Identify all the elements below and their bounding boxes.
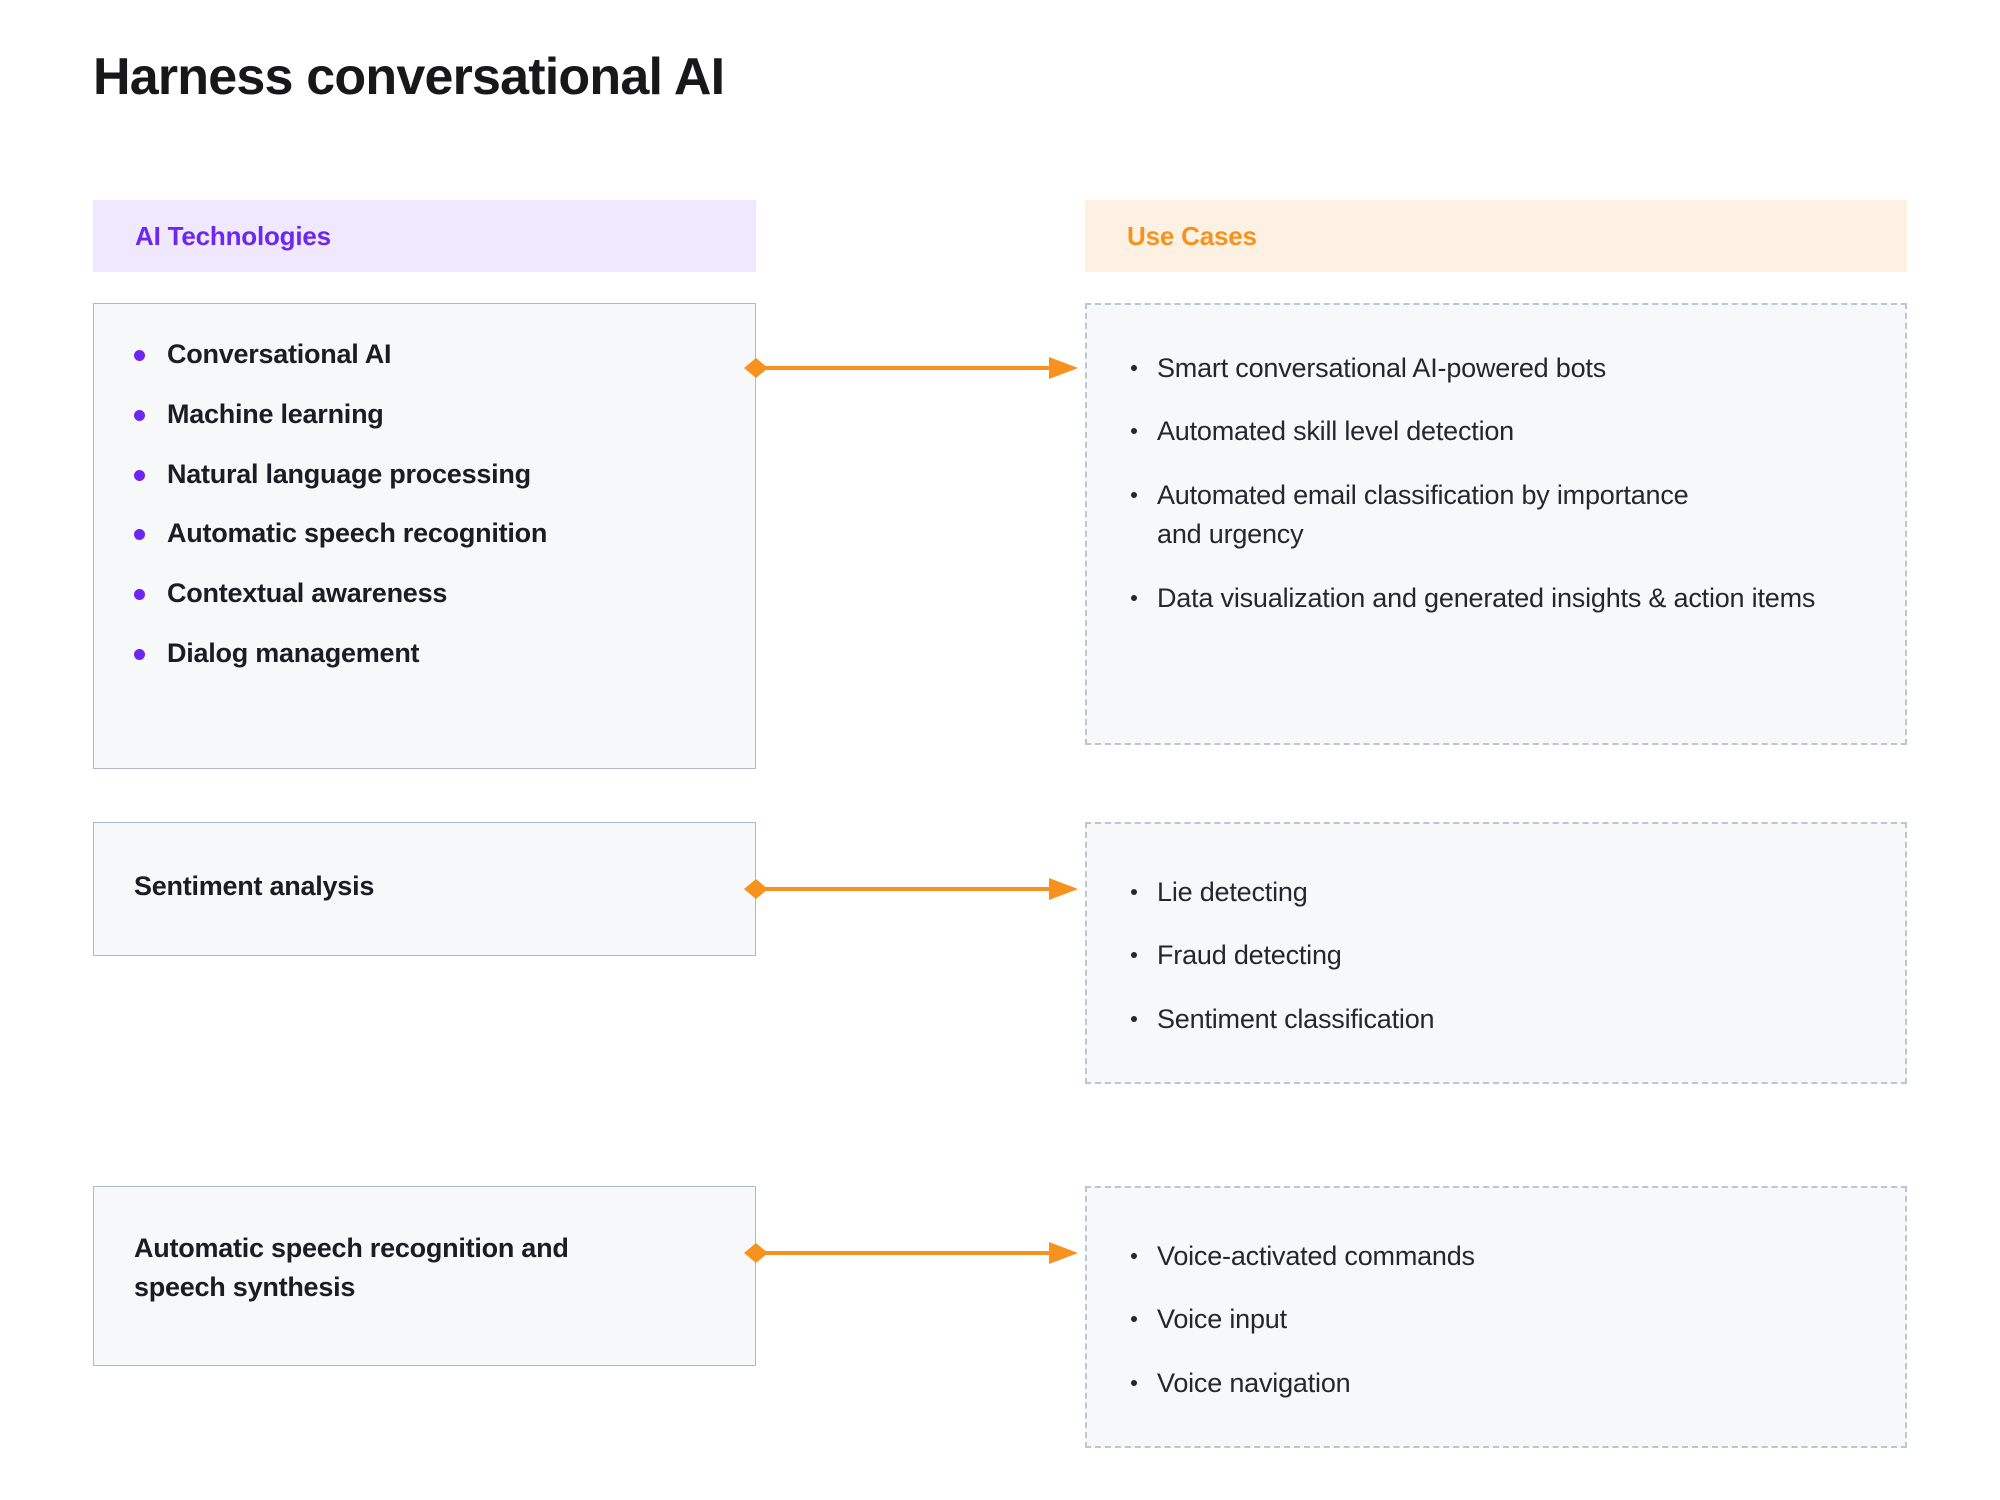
list-item: Fraud detecting <box>1131 936 1871 975</box>
list-item: Dialog management <box>134 637 735 671</box>
list-item: Automated skill level detection <box>1131 412 1871 451</box>
bullet-dot-icon <box>134 469 145 481</box>
list-item: Natural language processing <box>134 458 735 492</box>
bullet-dot-icon <box>1131 952 1137 959</box>
bullet-dot-icon <box>1131 428 1137 435</box>
usecase-box-row-3: Voice-activated commands Voice input Voi… <box>1085 1186 1907 1448</box>
bullet-dot-icon <box>1131 1253 1137 1259</box>
tech-box-label-row-3: Automatic speech recognition and speech … <box>134 1233 569 1303</box>
list-item: Automated email classification by import… <box>1131 476 1871 555</box>
list-item-label: Automated email classification by import… <box>1157 479 1689 550</box>
tech-list-row-1: Conversational AI Machine learning Natur… <box>134 338 735 671</box>
usecase-box-row-1: Smart conversational AI-powered bots Aut… <box>1085 303 1907 745</box>
list-item: Data visualization and generated insight… <box>1131 579 1871 618</box>
bullet-dot-icon <box>134 589 145 600</box>
list-item-label: Machine learning <box>167 398 384 429</box>
usecase-list-row-1: Smart conversational AI-powered bots Aut… <box>1131 349 1871 618</box>
list-item-label: Contextual awareness <box>167 578 448 608</box>
bullet-dot-icon <box>134 648 145 660</box>
list-item-label: Lie detecting <box>1157 877 1308 907</box>
bullet-dot-icon <box>1131 1379 1137 1386</box>
list-item: Smart conversational AI-powered bots <box>1131 349 1871 388</box>
list-item-label: Voice input <box>1157 1304 1287 1335</box>
list-item-label: Voice-activated commands <box>1157 1241 1475 1271</box>
page-title: Harness conversational AI <box>93 48 725 106</box>
list-item-label: Fraud detecting <box>1157 940 1342 971</box>
list-item-label: Smart conversational AI-powered bots <box>1157 353 1607 383</box>
list-item-label: Voice navigation <box>1157 1367 1351 1398</box>
list-item: Sentiment classification <box>1131 1000 1871 1039</box>
bullet-dot-icon <box>1131 889 1137 895</box>
connector-arrow-row-2 <box>744 876 1079 902</box>
list-item: Voice input <box>1131 1300 1871 1339</box>
bullet-dot-icon <box>1131 1015 1137 1022</box>
list-item-label: Sentiment classification <box>1157 1003 1435 1034</box>
bullet-dot-icon <box>134 529 145 541</box>
bullet-dot-icon <box>1131 1316 1137 1323</box>
usecase-list-row-3: Voice-activated commands Voice input Voi… <box>1131 1237 1871 1403</box>
list-item-label: Natural language processing <box>167 458 531 489</box>
list-item-label: Data visualization and generated insight… <box>1157 582 1816 613</box>
list-item: Voice-activated commands <box>1131 1237 1871 1276</box>
list-item: Machine learning <box>134 398 735 432</box>
bullet-dot-icon <box>1131 365 1137 371</box>
bullet-dot-icon <box>134 409 145 421</box>
list-item: Lie detecting <box>1131 873 1871 912</box>
list-item-label: Conversational AI <box>167 339 392 369</box>
list-item-label: Automated skill level detection <box>1157 416 1514 447</box>
tech-box-row-1: Conversational AI Machine learning Natur… <box>93 303 756 769</box>
list-item: Contextual awareness <box>134 577 735 611</box>
usecase-list-row-2: Lie detecting Fraud detecting Sentiment … <box>1131 873 1871 1039</box>
tech-box-row-3: Automatic speech recognition and speech … <box>93 1186 756 1366</box>
usecase-box-row-2: Lie detecting Fraud detecting Sentiment … <box>1085 822 1907 1084</box>
connector-arrow-row-1 <box>744 355 1079 381</box>
bullet-dot-icon <box>1131 594 1137 601</box>
list-item-label: Dialog management <box>167 637 420 668</box>
list-item: Automatic speech recognition <box>134 517 735 551</box>
list-item-label: Automatic speech recognition <box>167 518 548 549</box>
column-header-use-cases: Use Cases <box>1085 200 1907 272</box>
tech-box-row-2: Sentiment analysis <box>93 822 756 956</box>
tech-box-label-row-2: Sentiment analysis <box>134 871 375 901</box>
connector-arrow-row-3 <box>744 1240 1079 1266</box>
list-item: Voice navigation <box>1131 1364 1871 1403</box>
list-item: Conversational AI <box>134 338 735 372</box>
bullet-dot-icon <box>1131 491 1137 498</box>
column-header-ai-technologies: AI Technologies <box>93 200 756 272</box>
bullet-dot-icon <box>134 350 145 361</box>
